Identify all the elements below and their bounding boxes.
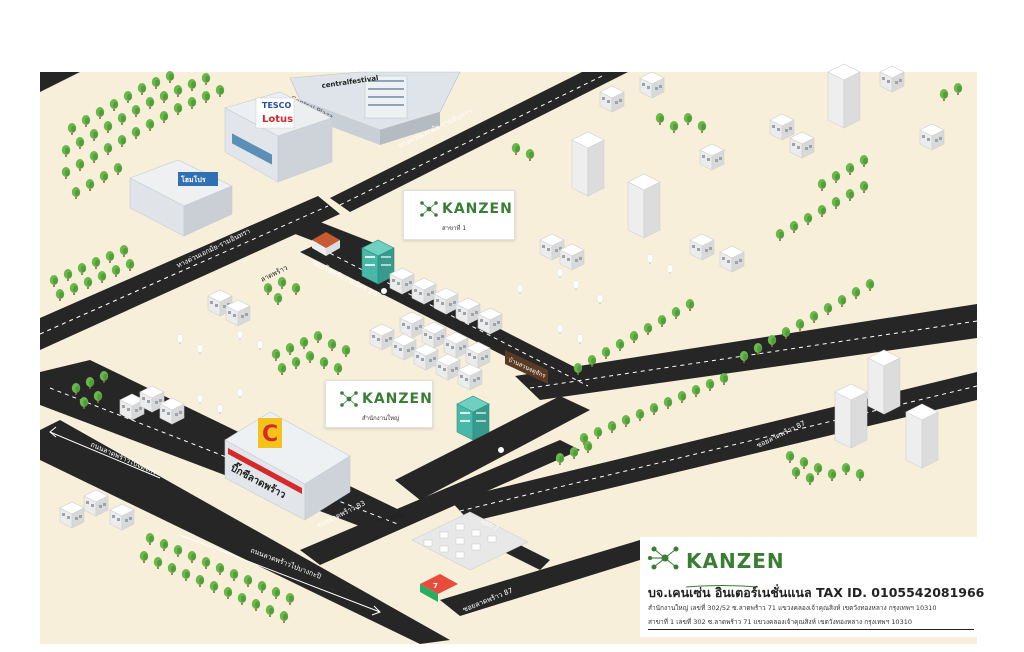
- kanzen-hq-card[interactable]: KANZEN สำนักงานใหญ่: [325, 380, 433, 428]
- kanzen-hq-building: [456, 395, 490, 441]
- company-info-panel: KANZEN บจ.เคนเซ่น อินเตอร์เนชั่นแนล TAX …: [640, 537, 984, 637]
- tesco-logo-text: TESCO: [262, 101, 292, 110]
- tesco-lotus-building: [224, 91, 333, 183]
- kanzen-molecule-icon: [338, 389, 360, 409]
- seven-eleven-sign: 7: [433, 582, 438, 590]
- hq-address: สำนักงานใหญ่ เลขที่ 302/52 ซ.ลาดพร้าว 71…: [648, 604, 937, 612]
- road-arrow-west: [49, 426, 161, 479]
- road-top-left: [40, 72, 80, 92]
- kanzen-branch-card[interactable]: KANZEN สาขาที่ 1: [403, 190, 515, 240]
- kanzen-branch-building: [361, 239, 395, 285]
- road-soi-83: [395, 396, 590, 500]
- shop-sign-board: [505, 350, 548, 384]
- hq-caption: สำนักงานใหญ่: [362, 415, 400, 422]
- big-c-logo-letter: C: [262, 422, 278, 447]
- branch-address: สาขาที่ 1 เลขที่ 302 ซ.ลาดพร้าว 71 แขวงค…: [648, 618, 912, 626]
- road-expressway-left: [40, 196, 340, 350]
- road-expressway-top: [330, 72, 628, 212]
- road-bottom: [440, 540, 640, 616]
- info-divider: [648, 629, 974, 630]
- road-ladprao-lower: [40, 420, 450, 644]
- central-festival-building: [289, 71, 461, 145]
- company-name-tax-id: บจ.เคนเซ่น อินเตอร์เนชั่นแนล TAX ID. 010…: [648, 585, 985, 600]
- homepro-building: [129, 159, 233, 237]
- hq-pin: [497, 446, 505, 454]
- branch-brand-name: KANZEN: [442, 201, 513, 217]
- branch-caption: สาขาที่ 1: [442, 225, 467, 232]
- kanzen-molecule-icon: [418, 199, 440, 219]
- road-lower-right: [300, 440, 580, 565]
- big-c-building: [224, 411, 351, 521]
- road-network: [40, 72, 977, 644]
- market-area: [411, 511, 529, 602]
- road-arrow-east: [179, 534, 381, 616]
- hq-brand-name: KANZEN: [362, 391, 433, 407]
- info-brand-name: KANZEN: [686, 549, 785, 573]
- brand-swoosh: [685, 573, 759, 588]
- kanzen-molecule-icon: [647, 543, 682, 573]
- homepro-sign: โฮมโปร: [180, 175, 206, 184]
- branch-pin: [380, 287, 388, 295]
- lotus-logo-text: Lotus: [262, 114, 293, 125]
- branch-shop: [312, 232, 340, 256]
